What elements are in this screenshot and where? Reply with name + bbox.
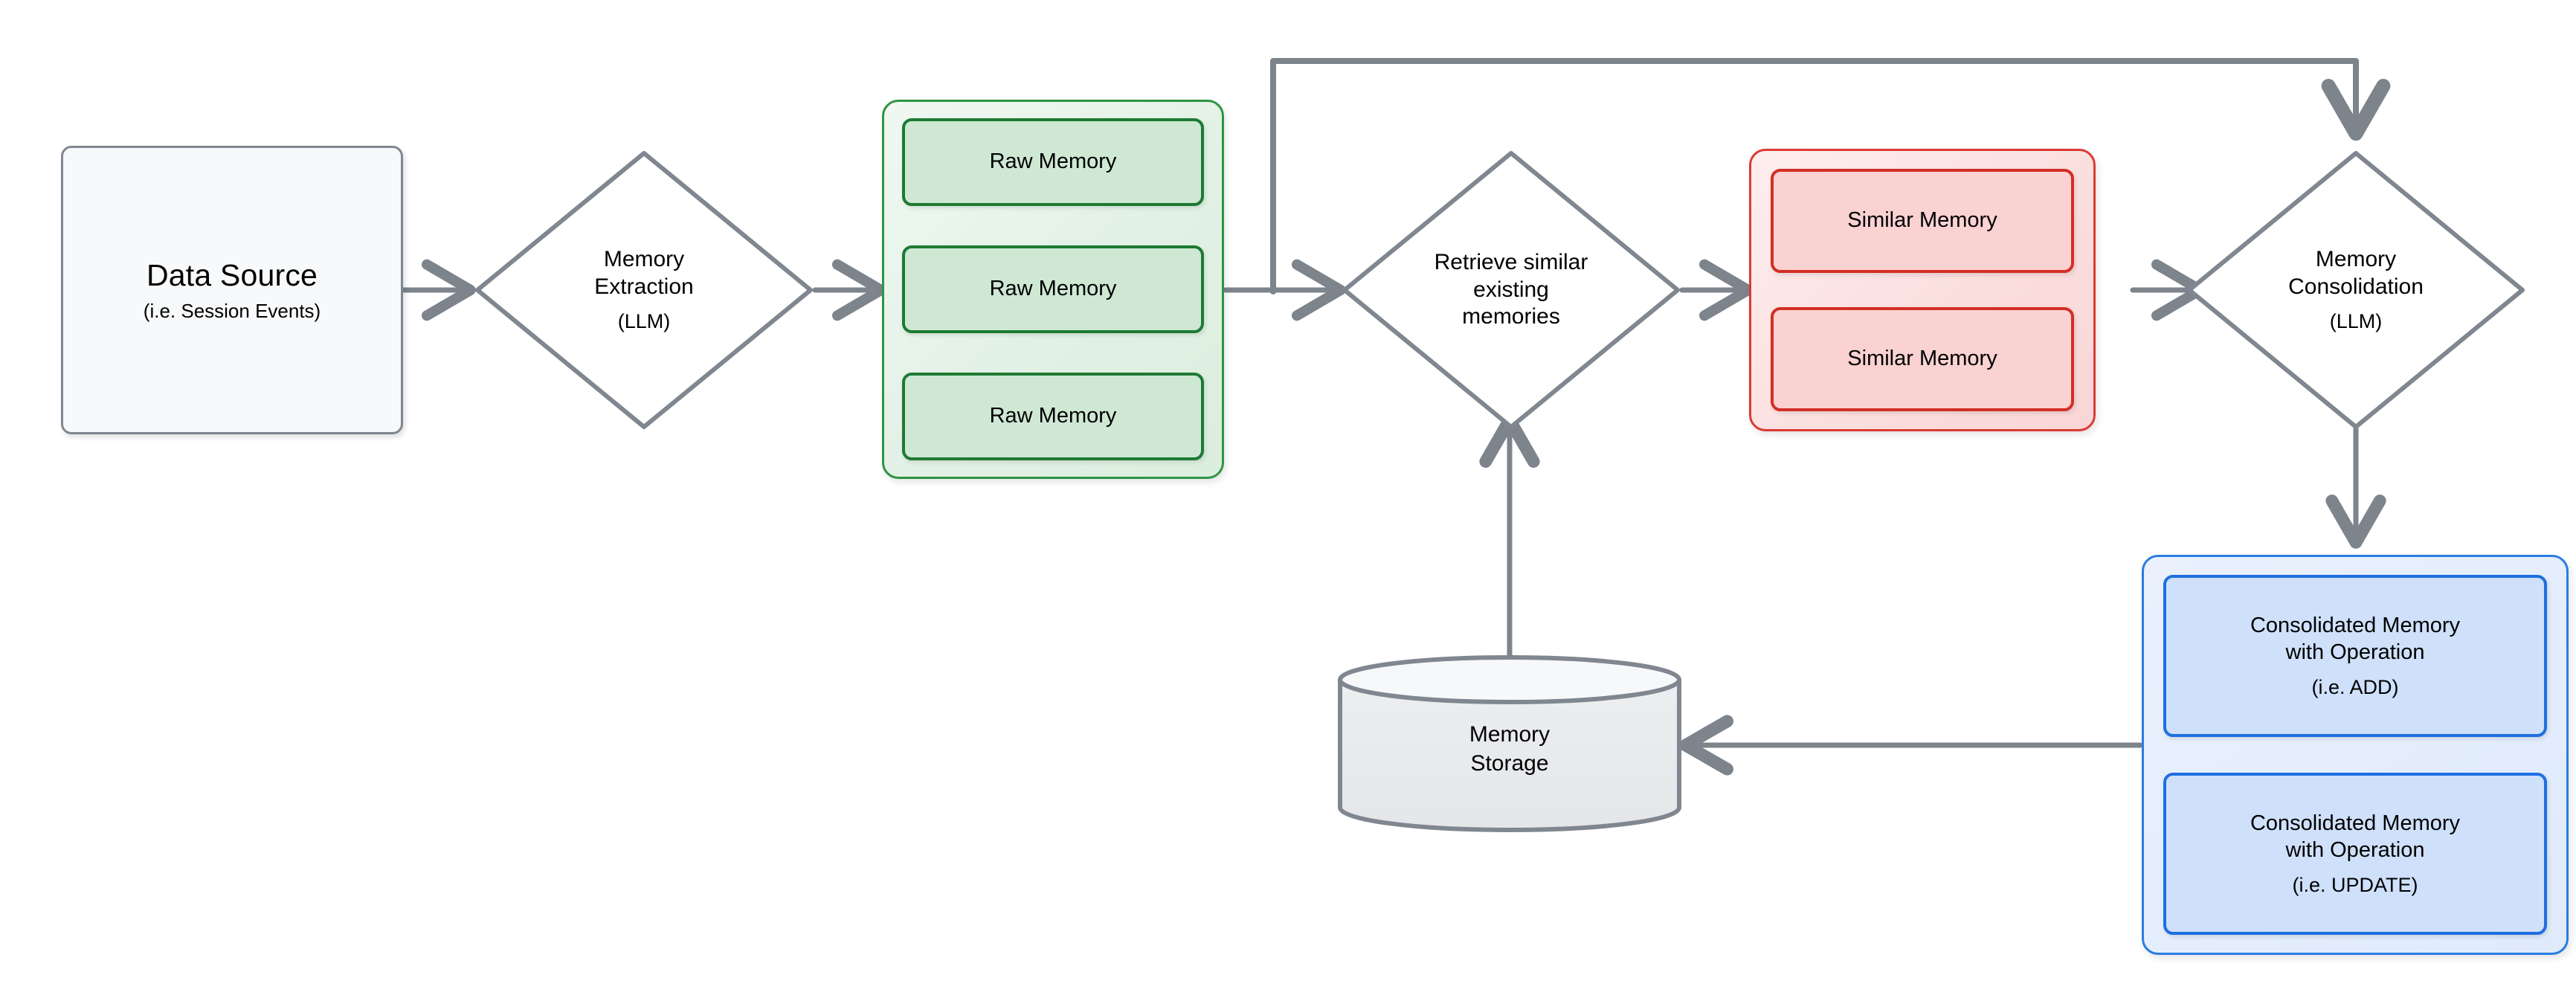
retrieve-line3: memories	[1462, 304, 1560, 329]
data-source-title: Data Source	[146, 257, 318, 292]
memory-extraction-line1: Memory	[603, 246, 685, 271]
memory-consolidation-label: Memory Consolidation (LLM)	[2183, 147, 2528, 433]
node-memory-consolidation[interactable]: Memory Consolidation (LLM)	[2183, 147, 2528, 433]
memory-extraction-subtitle: (LLM)	[617, 310, 671, 333]
consolidated-memory-add-line2: with Operation	[2285, 640, 2425, 664]
similar-memory-label: Similar Memory	[1847, 208, 1997, 233]
memory-storage-line1: Memory	[1469, 722, 1551, 747]
card-similar-memory[interactable]: Similar Memory	[1771, 169, 2074, 273]
retrieve-line1: Retrieve similar	[1434, 250, 1588, 275]
consolidated-memory-add-operation: (i.e. ADD)	[2311, 676, 2399, 699]
card-consolidated-memory-update[interactable]: Consolidated Memory with Operation (i.e.…	[2163, 773, 2547, 935]
group-similar-memory: Similar Memory Similar Memory	[1749, 149, 2096, 431]
consolidated-memory-update-line2: with Operation	[2285, 837, 2425, 862]
raw-memory-label: Raw Memory	[989, 149, 1117, 174]
node-retrieve-similar-memories[interactable]: Retrieve similar existing memories	[1339, 147, 1684, 433]
card-raw-memory[interactable]: Raw Memory	[902, 245, 1204, 333]
diamond-shape	[1342, 151, 1680, 429]
group-consolidated-memory: Consolidated Memory with Operation (i.e.…	[2142, 555, 2569, 955]
similar-memory-label: Similar Memory	[1847, 347, 1997, 371]
consolidated-memory-add-line1: Consolidated Memory	[2250, 613, 2461, 637]
memory-storage-label: Memory Storage	[1336, 654, 1684, 833]
consolidated-memory-update-operation: (i.e. UPDATE)	[2292, 874, 2418, 897]
node-memory-extraction[interactable]: Memory Extraction (LLM)	[471, 147, 817, 433]
card-similar-memory[interactable]: Similar Memory	[1771, 307, 2074, 411]
cylinder-shape	[1338, 655, 1681, 832]
raw-memory-label: Raw Memory	[989, 277, 1117, 301]
retrieve-line2: existing	[1473, 277, 1549, 302]
raw-memory-label: Raw Memory	[989, 404, 1117, 428]
memory-consolidation-subtitle: (LLM)	[2329, 310, 2383, 333]
retrieve-label: Retrieve similar existing memories	[1339, 147, 1684, 433]
card-raw-memory[interactable]: Raw Memory	[902, 373, 1204, 460]
consolidated-memory-update-line1: Consolidated Memory	[2250, 811, 2461, 835]
diamond-shape	[2187, 151, 2525, 429]
card-raw-memory[interactable]: Raw Memory	[902, 118, 1204, 206]
memory-consolidation-line1: Memory	[2315, 246, 2397, 271]
memory-extraction-label: Memory Extraction (LLM)	[471, 147, 817, 433]
memory-storage-line2: Storage	[1470, 751, 1549, 776]
data-source-subtitle: (i.e. Session Events)	[143, 299, 321, 322]
diamond-shape	[475, 151, 813, 429]
memory-consolidation-line2: Consolidation	[2288, 274, 2424, 299]
card-consolidated-memory-add[interactable]: Consolidated Memory with Operation (i.e.…	[2163, 575, 2547, 737]
node-memory-storage[interactable]: Memory Storage	[1336, 654, 1684, 833]
node-data-source[interactable]: Data Source (i.e. Session Events)	[61, 146, 403, 434]
group-raw-memory: Raw Memory Raw Memory Raw Memory	[882, 100, 1224, 479]
memory-extraction-line2: Extraction	[594, 274, 694, 299]
